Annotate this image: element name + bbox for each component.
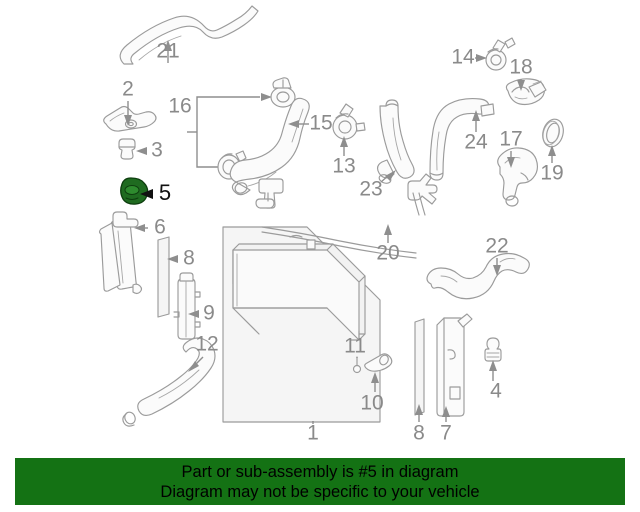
callout-8-upper: 8	[167, 247, 195, 270]
banner-line-1: Part or sub-assembly is #5 in diagram	[181, 462, 459, 481]
callout-10: 10	[360, 372, 384, 415]
callout-number: 20	[376, 242, 399, 265]
callout-17: 17	[499, 128, 523, 168]
part-4-rubber-mount	[484, 337, 502, 362]
callout-number: 24	[464, 131, 488, 154]
part-18-thermostat-housing	[505, 78, 547, 106]
part-5-radiator-cap-highlighted	[120, 177, 149, 205]
callout-11: 11	[344, 335, 366, 358]
part-9-radiator-bracket	[173, 272, 201, 340]
callout-number: 12	[195, 333, 218, 356]
part-12-lower-hose	[122, 337, 216, 427]
part-23-inlet-hose	[376, 99, 415, 184]
callout-number: 8	[183, 247, 195, 270]
part-1-radiator-core-assembly	[222, 226, 381, 423]
callout-number: 1	[307, 422, 319, 445]
part-17-water-inlet-housing	[497, 147, 539, 207]
callout-23: 23	[359, 170, 396, 201]
callout-number: 15	[309, 112, 332, 135]
clamp-top	[270, 77, 296, 108]
callout-15: 15	[288, 112, 333, 135]
callout-8-lower: 8	[413, 404, 425, 445]
callout-number: 8	[413, 422, 425, 445]
callout-number: 10	[360, 392, 383, 415]
callout-number: 4	[490, 380, 502, 403]
callout-number: 19	[540, 162, 563, 185]
part-19-o-ring-seal	[542, 118, 564, 148]
part-15-upper-hose	[229, 97, 310, 196]
callout-20: 20	[376, 224, 400, 265]
callout-19: 19	[540, 145, 564, 185]
callout-number: 11	[344, 335, 366, 358]
callout-number: 3	[151, 139, 163, 162]
callout-number: 16	[168, 95, 191, 118]
callout-number: 23	[359, 178, 382, 201]
callout-number-highlighted: 5	[159, 180, 171, 205]
callout-24: 24	[464, 110, 488, 154]
callout-number: 17	[499, 128, 522, 151]
callout-6: 6	[134, 216, 166, 239]
part-3-drain-plug	[118, 138, 136, 160]
part-8-seal-strip-left	[157, 236, 170, 318]
callout-4: 4	[489, 360, 502, 403]
part-16-clamp-set	[187, 77, 296, 180]
part-7-side-support-right	[436, 313, 473, 417]
callout-number: 2	[122, 78, 134, 101]
callout-1: 1	[307, 421, 319, 445]
part-20-reservoir-tube	[255, 173, 438, 259]
callout-3: 3	[136, 139, 163, 162]
callout-number: 6	[154, 216, 166, 239]
info-banner: Part or sub-assembly is #5 in diagram Di…	[15, 458, 625, 505]
part-14-clamp-small	[485, 37, 516, 71]
callout-18: 18	[509, 56, 533, 91]
callout-number: 18	[509, 56, 532, 79]
banner-line-2: Diagram may not be specific to your vehi…	[160, 482, 480, 501]
callout-13: 13	[332, 136, 356, 178]
part-10-drain-cock	[364, 353, 393, 372]
part-22-water-hose	[426, 252, 530, 300]
callout-21: 21	[156, 40, 180, 63]
callout-9: 9	[188, 302, 215, 325]
callout-5: 5	[140, 180, 171, 205]
callout-7: 7	[440, 406, 452, 445]
callout-22: 22	[485, 235, 509, 276]
part-13-hose-clamp	[332, 103, 366, 140]
part-8-seal-strip-right	[414, 318, 425, 416]
callout-number: 14	[451, 46, 475, 69]
callout-number: 22	[485, 235, 508, 258]
callout-16: 16	[168, 95, 191, 118]
callout-number: 13	[332, 155, 355, 178]
part-24-outlet-hose	[429, 97, 495, 181]
callout-number: 9	[203, 302, 215, 325]
callout-14: 14	[451, 46, 487, 69]
callout-number: 7	[440, 422, 452, 445]
callout-2: 2	[122, 78, 134, 126]
part-21-bypass-hose	[119, 5, 259, 65]
part-6-side-tank-left	[98, 211, 143, 295]
callout-number: 21	[156, 40, 179, 63]
part-11-o-ring	[352, 356, 362, 374]
callout-12: 12	[188, 333, 219, 372]
